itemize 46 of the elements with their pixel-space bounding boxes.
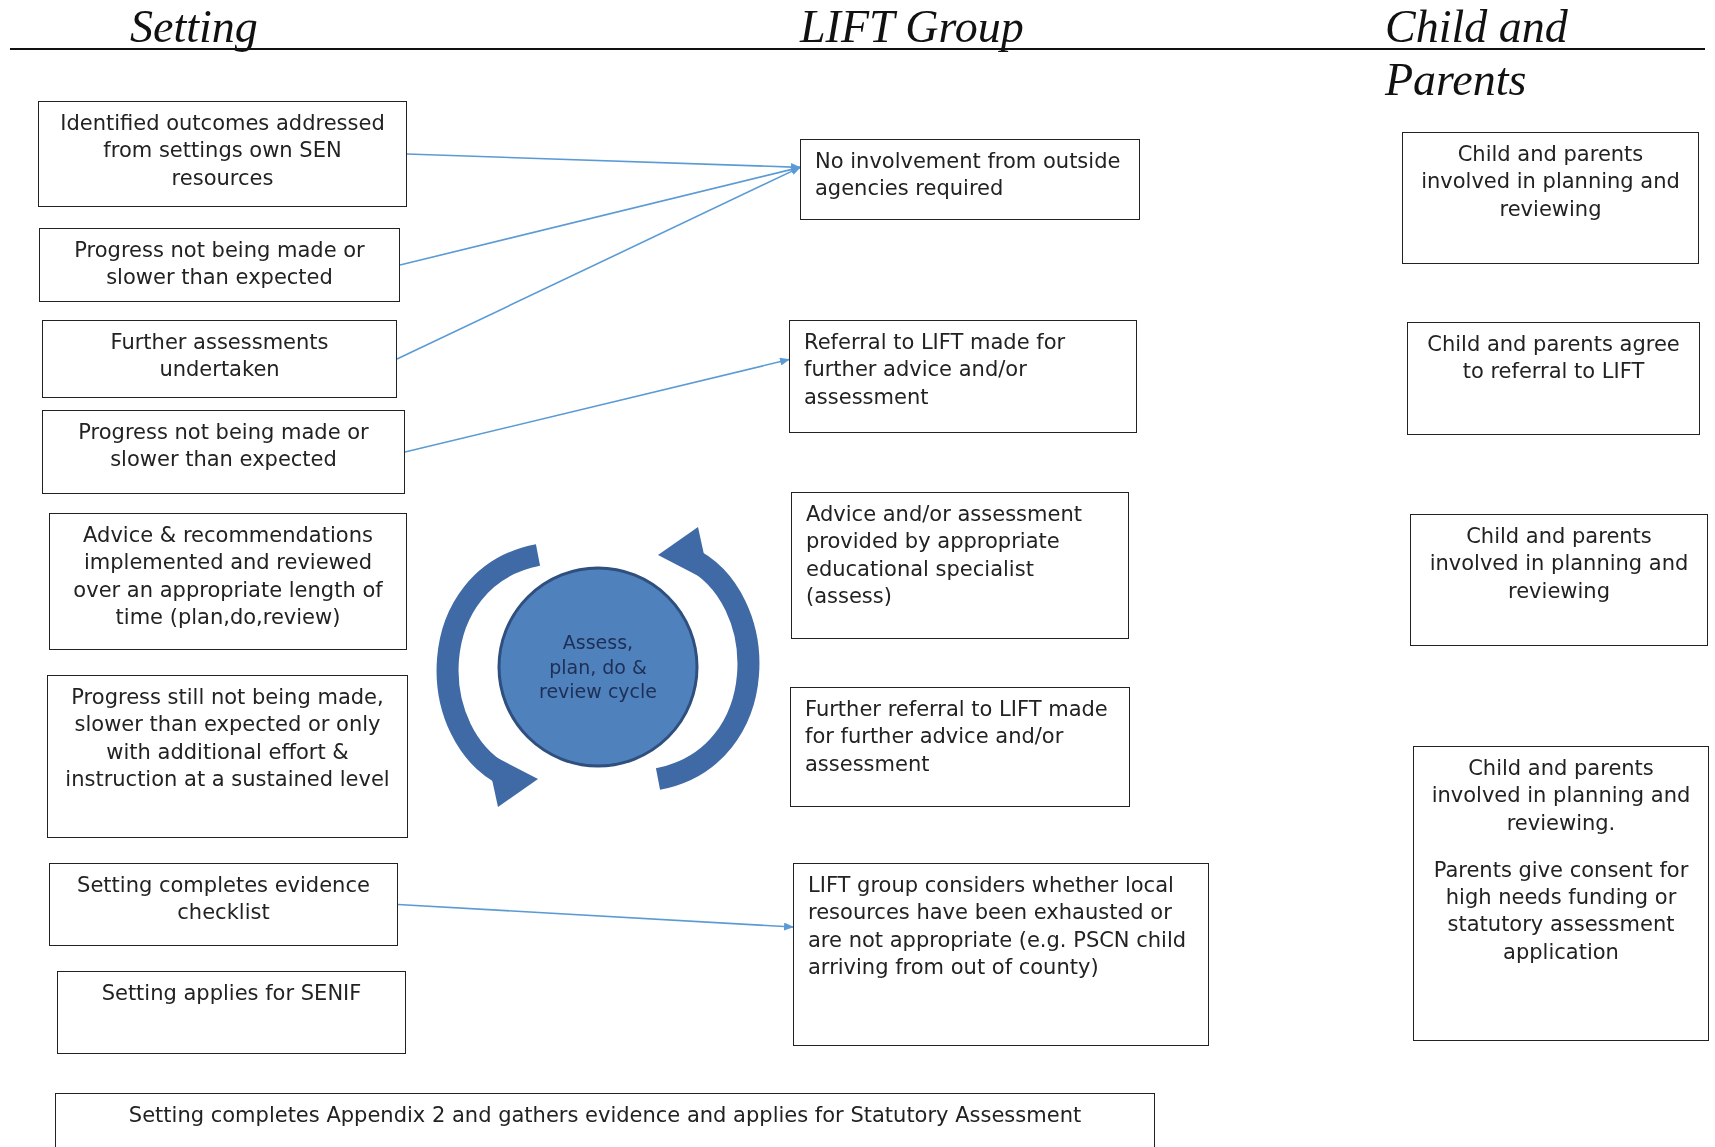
node-text: Progress not being made or slower than expected	[77, 419, 370, 474]
process-box	[1402, 132, 1699, 264]
process-box	[49, 513, 407, 650]
node-text: LIFT group considers whether local resources have been exhausted or are not appropriate (e.g. PSCN child arriving from out of county)	[808, 872, 1188, 981]
node-text: Further referral to LIFT made for further advice and/or assessment	[805, 696, 1109, 778]
process-box	[55, 1093, 1155, 1147]
node-text: Child and parents involved in planning and reviewing.	[1430, 755, 1692, 837]
node-text: Child and parents agree to referral to LIFT	[1426, 331, 1681, 386]
node-text: Child and parents involved in planning and reviewing	[1420, 141, 1681, 223]
arrow	[396, 166, 801, 360]
node-text: Advice and/or assessment provided by appropriate educational specialist (assess)	[806, 501, 1083, 610]
process-box	[38, 101, 407, 207]
process-box	[57, 971, 406, 1054]
process-box	[793, 863, 1209, 1046]
process-box	[47, 675, 408, 838]
node-text: Setting applies for SENIF	[101, 980, 362, 1007]
process-box	[42, 320, 397, 398]
node-text: Setting completes evidence checklist	[76, 872, 371, 927]
column-heading: LIFT Group	[800, 0, 1024, 53]
arrow	[404, 357, 790, 453]
node-text: Referral to LIFT made for further advice and/or assessment	[804, 329, 1067, 411]
process-box	[42, 410, 405, 494]
node-text: Parents give consent for high needs funding or statutory assessment application	[1432, 856, 1690, 966]
process-box	[39, 228, 400, 302]
process-box	[1413, 746, 1709, 1041]
node-text: Child and parents involved in planning and reviewing	[1428, 523, 1690, 605]
cycle-circle	[497, 566, 699, 768]
process-box	[800, 139, 1140, 220]
node-text: Advice & recommendations implemented and reviewed over an appropriate length of time (plan,do,review)	[72, 522, 384, 631]
process-box	[790, 687, 1130, 807]
process-box	[1410, 514, 1708, 646]
process-box	[789, 320, 1137, 433]
node-text: Assess, plan, do & review cycle	[539, 629, 657, 705]
arrow	[397, 903, 794, 931]
node-text: Further assessments undertaken	[109, 329, 330, 384]
column-heading: Child and Parents	[1385, 0, 1569, 106]
arrow	[406, 153, 801, 172]
column-heading: Setting	[130, 0, 258, 53]
node-text: Identified outcomes addressed from settings own SEN resources	[59, 110, 386, 192]
process-box	[1407, 322, 1700, 435]
node-text: Progress not being made or slower than expected	[73, 237, 366, 292]
node-text: Setting completes Appendix 2 and gathers evidence and applies for Statutory Assessment	[128, 1102, 1082, 1129]
process-box	[49, 863, 398, 946]
node-text: Progress still not being made, slower than expected or only with additional effort & instruction at a sustained level	[64, 684, 391, 793]
node-text: No involvement from outside agencies required	[815, 148, 1122, 203]
process-box	[791, 492, 1129, 639]
